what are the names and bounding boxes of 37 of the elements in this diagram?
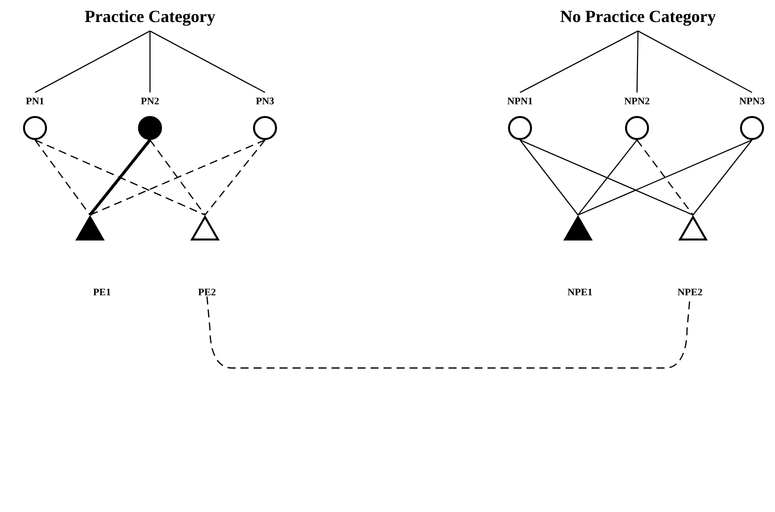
circle-node [253,116,277,140]
connector-line [638,30,752,93]
connector-line [578,140,638,216]
node-label: NPE1 [568,288,592,296]
connector-line [149,30,151,92]
connector-line [206,296,691,369]
category-heading: No Practice Category [560,10,716,26]
node-label: NPN3 [739,98,764,104]
circle-node [740,116,764,140]
node-label: PN1 [26,98,44,104]
circle-node [508,116,532,140]
connector-line [150,30,266,93]
circle-node [625,116,649,140]
connector-line [204,140,266,216]
node-label: PN2 [141,98,159,104]
connector-line [90,139,266,216]
connector-line [636,140,694,216]
connector-line [150,140,206,216]
circle-node [138,116,162,140]
node-label: PE2 [198,288,216,296]
connector-line [34,139,206,216]
connector-line [692,140,752,216]
connector-line [578,140,752,216]
connector-line [520,140,694,216]
connector-line [520,140,578,216]
circle-node [23,116,47,140]
category-heading: Practice Category [84,10,216,26]
connector-line [34,30,150,93]
connector-line [88,139,152,216]
node-label: PN3 [256,98,274,104]
node-label: NPE2 [678,288,702,296]
connector-line [520,30,638,93]
node-label: NPN1 [507,98,532,104]
connector-line [34,140,90,216]
connector-line [636,30,639,92]
node-label: NPN2 [624,98,650,104]
node-label: PE1 [93,288,110,296]
